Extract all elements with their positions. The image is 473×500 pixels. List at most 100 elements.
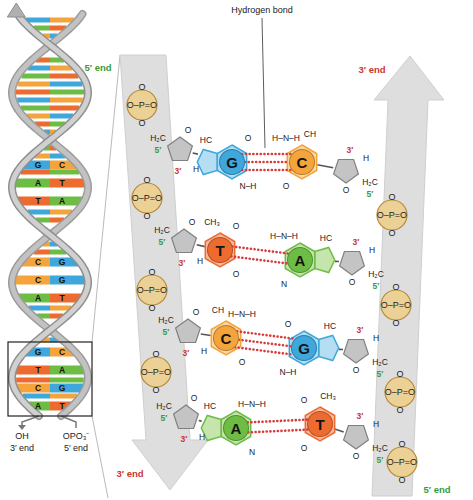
base-pair-bar bbox=[50, 179, 88, 188]
glycosidic-bond bbox=[197, 245, 205, 247]
base-circle: G bbox=[291, 335, 317, 361]
helix-base-letter: T bbox=[59, 402, 64, 411]
phosphate-circle bbox=[141, 357, 171, 387]
base-pair-bar bbox=[21, 170, 50, 175]
base-atom-label: O bbox=[301, 444, 308, 453]
helix-base-letter: G bbox=[59, 276, 66, 285]
sugar-atom-label: 5′ bbox=[377, 456, 384, 465]
helix-base-letter: C bbox=[59, 348, 65, 357]
sugar-atom-label: O bbox=[349, 278, 356, 287]
sugar-atom-label: O bbox=[353, 452, 360, 461]
phosphate-atoms: O bbox=[138, 82, 145, 92]
helix-backbone bbox=[12, 14, 88, 416]
strand-end-label: 5′ end bbox=[423, 485, 450, 495]
sugar-atom-label: 3′ bbox=[181, 435, 188, 444]
leader-line bbox=[262, 18, 265, 148]
base-atom-label: HC bbox=[200, 136, 212, 145]
base-pair-bar bbox=[50, 74, 78, 79]
sugar-atom-label: H₂C bbox=[368, 270, 384, 279]
helix-base-letter: C bbox=[35, 258, 41, 267]
deoxyribose-sugar bbox=[176, 319, 201, 343]
zoom-line bbox=[92, 416, 108, 498]
base-pair-bar bbox=[50, 82, 83, 87]
sugar-atom-label: 3′ bbox=[357, 412, 364, 421]
helix-backbone bbox=[12, 14, 88, 416]
hydrogen-bond bbox=[245, 161, 289, 164]
base-circle: A bbox=[223, 415, 249, 441]
base-atom-label: H–N–H bbox=[270, 232, 298, 241]
sugar-atom-label: O bbox=[193, 308, 200, 317]
helix-base-letter: G bbox=[35, 161, 42, 170]
deoxyribose-sugar bbox=[172, 229, 197, 253]
phosphate-circle bbox=[137, 275, 167, 305]
helix-base-letter: A bbox=[35, 294, 41, 303]
hydrogen-bond bbox=[248, 420, 308, 423]
deoxyribose-sugar bbox=[344, 340, 369, 364]
helix-base-letter: C bbox=[59, 161, 65, 170]
sugar-atom-label: H bbox=[197, 257, 203, 266]
phosphate-group: OO–P=OO bbox=[132, 267, 172, 313]
callout-label: Hydrogen bond bbox=[231, 6, 293, 15]
deoxyribose-sugar bbox=[334, 160, 359, 184]
base-letter: T bbox=[215, 243, 224, 258]
sugar-atom-label: H bbox=[199, 433, 205, 442]
sugar-atom-label: H bbox=[201, 347, 207, 356]
strand-end-arrow bbox=[18, 425, 26, 430]
base-pair-bar bbox=[50, 276, 88, 285]
base-pair-bar bbox=[50, 114, 73, 119]
phosphate-atoms: O–P=O bbox=[377, 210, 407, 220]
sugar-atom-label: O bbox=[191, 394, 198, 403]
phosphate-atoms: O bbox=[143, 211, 150, 221]
phosphate-atoms: O–P=O bbox=[387, 457, 417, 467]
strand-end-label: 3′ end bbox=[116, 469, 143, 479]
base-atom-label: O bbox=[239, 358, 246, 367]
base-pair-bar bbox=[26, 18, 50, 23]
base-letter: T bbox=[315, 417, 324, 432]
phosphate-group: OO–P=OO bbox=[127, 175, 167, 221]
base-ring bbox=[221, 411, 250, 445]
base-pair-bar bbox=[16, 378, 50, 383]
phosphate-atoms: O bbox=[152, 385, 159, 395]
base-circle: C bbox=[213, 325, 239, 351]
phosphate-circle bbox=[377, 200, 407, 230]
sugar-atom-label: H₂C bbox=[154, 226, 170, 235]
purine-ring bbox=[319, 336, 339, 361]
base-ring bbox=[305, 407, 334, 441]
base-ring bbox=[205, 233, 234, 267]
phosphate-atoms: O–P=O bbox=[132, 193, 162, 203]
glycosidic-bond bbox=[201, 334, 211, 336]
base-atom-label: HC bbox=[324, 322, 336, 331]
base-pair-bar bbox=[50, 378, 84, 383]
phosphate-atoms: O–P=O bbox=[381, 300, 411, 310]
base-atom-label: CH₃ bbox=[320, 392, 336, 401]
sugar-atom-label: 3′ bbox=[175, 167, 182, 176]
hydrogen-bond bbox=[242, 169, 292, 172]
phosphate-atoms: O bbox=[396, 369, 403, 379]
sugar-atom-label: 5′ bbox=[373, 282, 380, 291]
zoom-box bbox=[8, 342, 92, 416]
phosphate-group: OO–P=OO bbox=[382, 439, 422, 485]
base-atom-label: N bbox=[249, 448, 255, 457]
base-letter: C bbox=[297, 155, 308, 170]
hydrogen-bond bbox=[237, 331, 295, 338]
base-letter: A bbox=[231, 421, 242, 436]
base-atom-label: CH bbox=[212, 306, 224, 315]
strand-end-label: OPO₃⁻ bbox=[63, 432, 90, 441]
strand-band bbox=[120, 55, 208, 490]
helix-arrowhead bbox=[7, 3, 25, 17]
base-ring bbox=[285, 243, 314, 277]
helix-base-letter: G bbox=[35, 348, 42, 357]
helix-base-letter: C bbox=[35, 276, 41, 285]
base-ring bbox=[211, 321, 240, 355]
base-pair-bar bbox=[28, 210, 50, 215]
phosphate-atoms: O–P=O bbox=[127, 100, 157, 110]
phosphate-atoms: O bbox=[392, 318, 399, 328]
phosphate-atoms: O bbox=[148, 267, 155, 277]
helix-base-letter: A bbox=[59, 197, 65, 206]
phosphate-group: OO–P=OO bbox=[136, 349, 176, 395]
helix-backbone bbox=[12, 14, 88, 416]
base-pair-bar bbox=[50, 210, 72, 215]
sugar-atom-label: 5′ bbox=[163, 328, 170, 337]
base-pair-bar bbox=[50, 98, 83, 103]
base-atom-label: N–H bbox=[239, 182, 256, 191]
